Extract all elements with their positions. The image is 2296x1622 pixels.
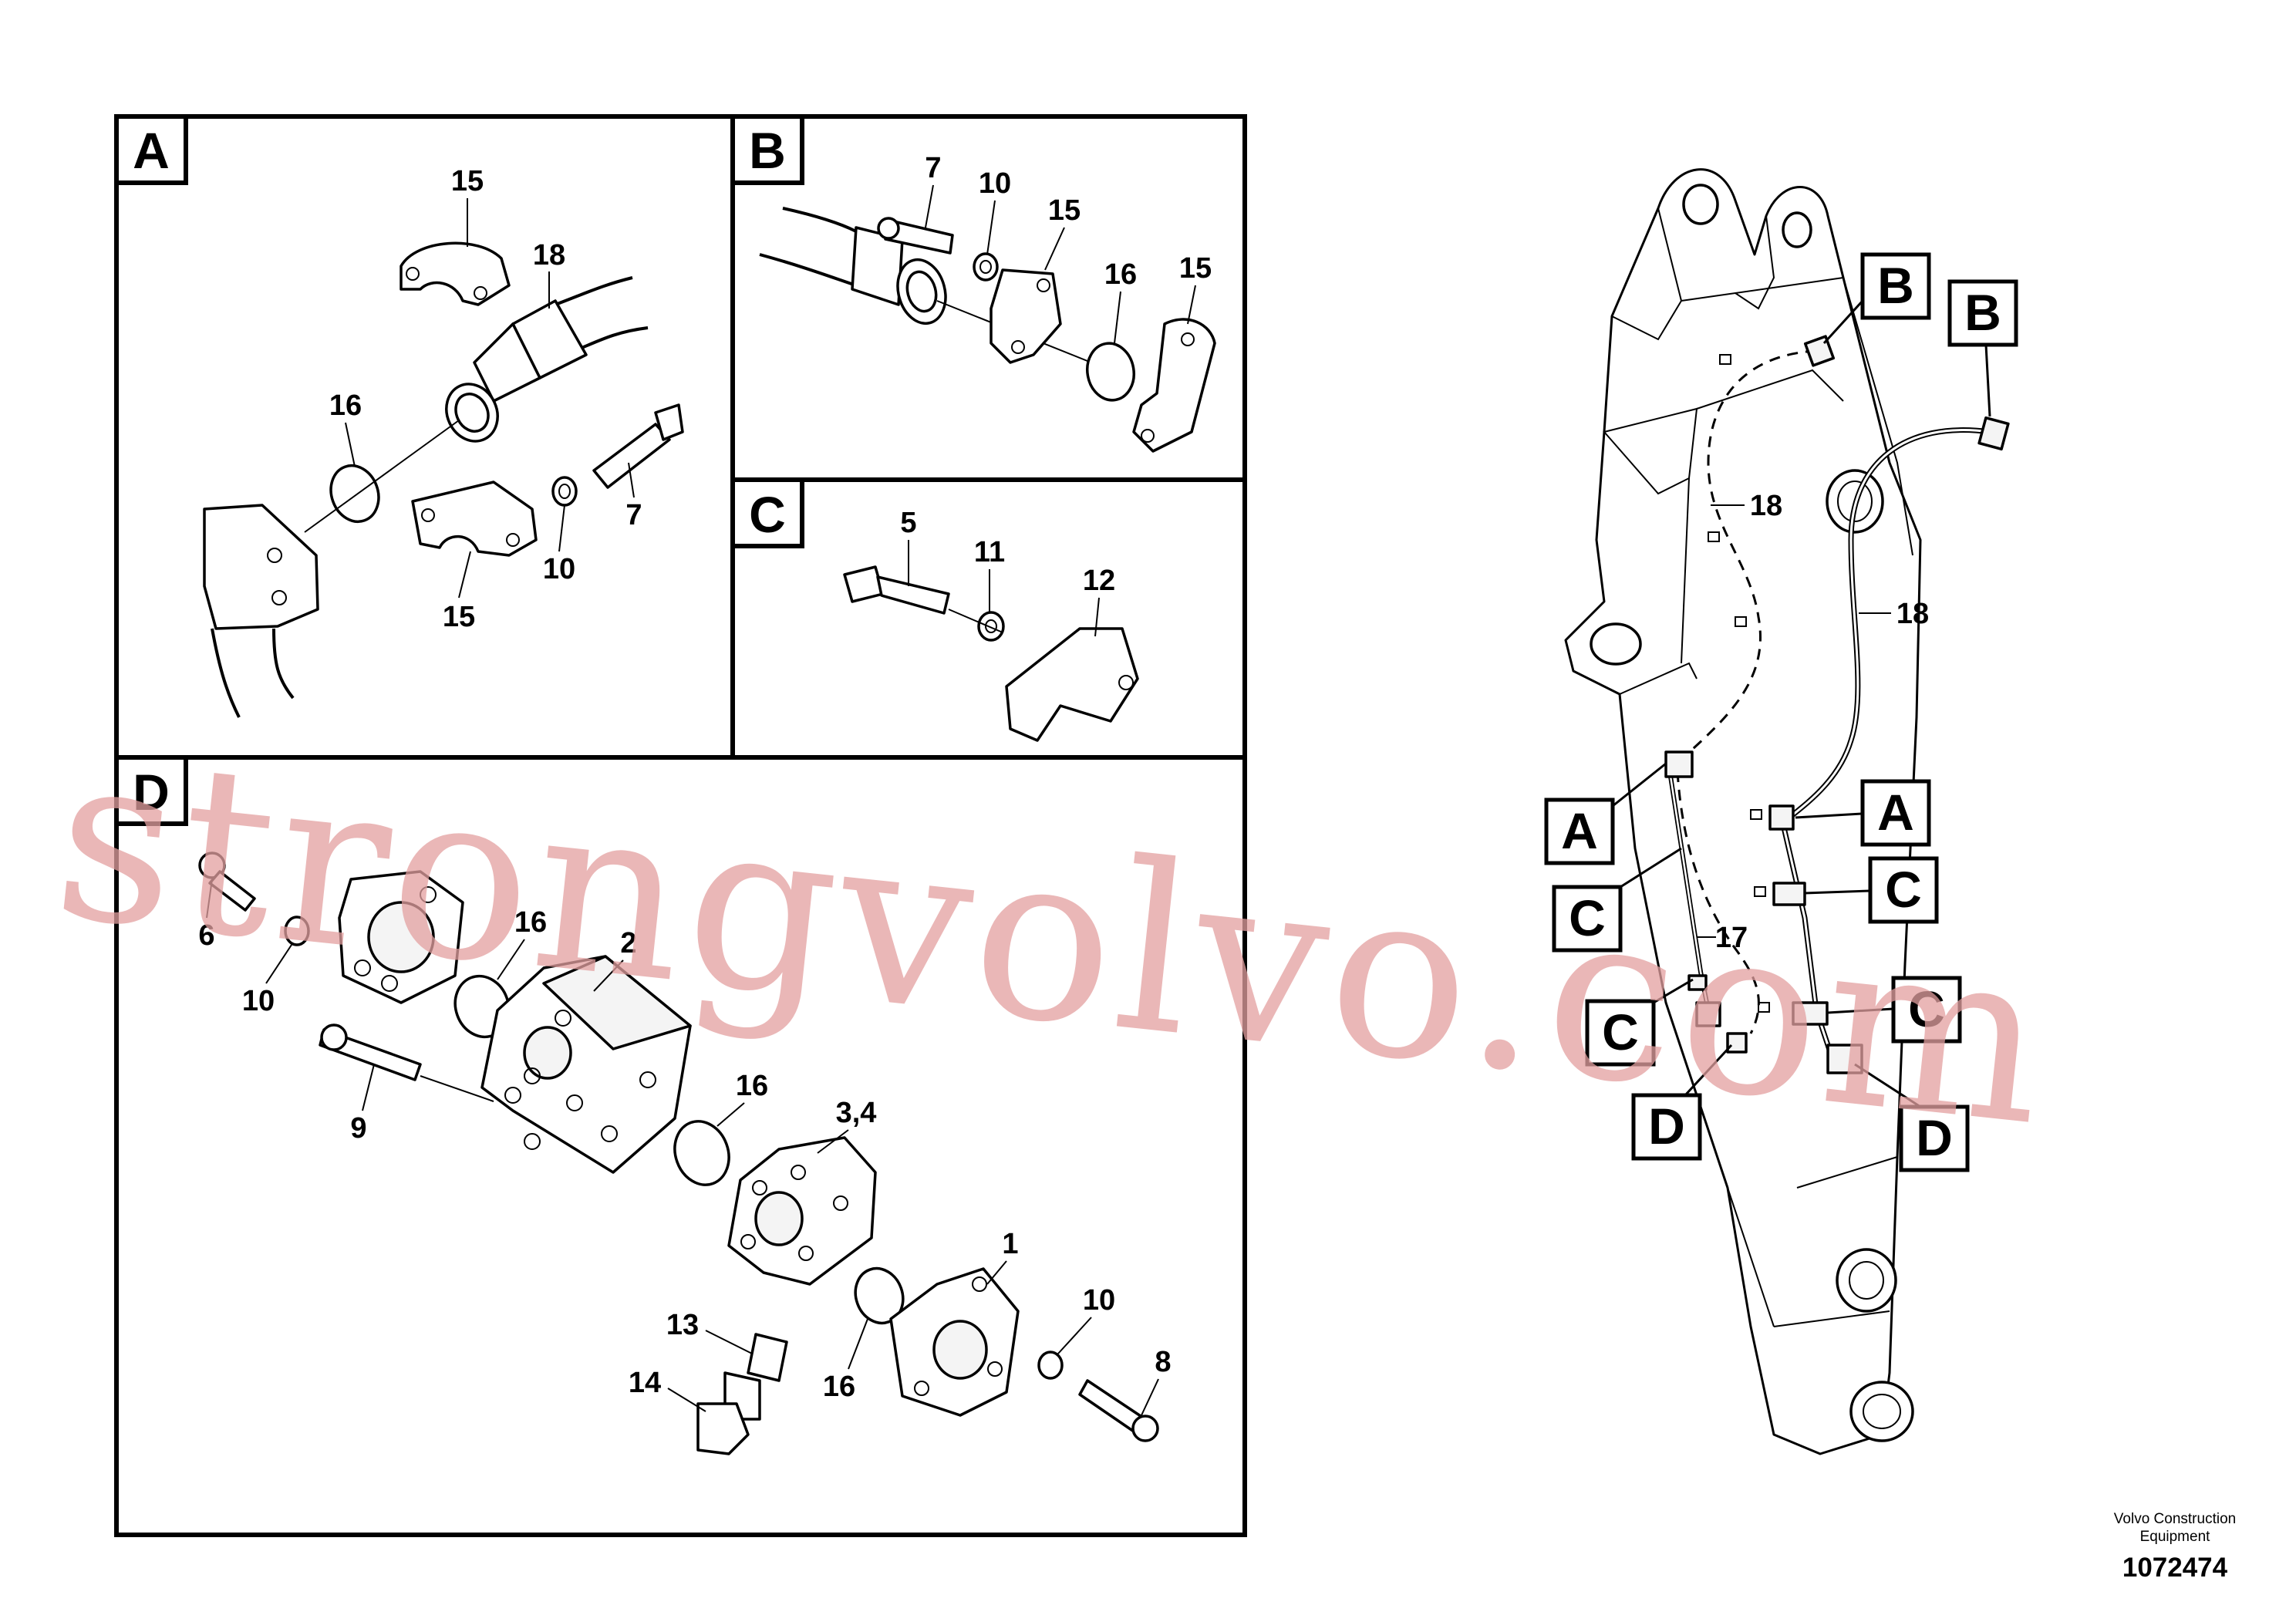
svg-text:18: 18 bbox=[533, 239, 565, 271]
boom-callout-b2: B bbox=[1947, 279, 2018, 417]
svg-text:12: 12 bbox=[1083, 565, 1115, 597]
svg-text:A: A bbox=[1877, 784, 1914, 841]
svg-text:18: 18 bbox=[1896, 598, 1929, 630]
panel-c-label-11: 11 bbox=[974, 536, 1005, 613]
panel-b-label-10: 10 bbox=[979, 167, 1011, 255]
boom-callout-c1: C bbox=[1552, 847, 1682, 953]
panel-a-letter: A bbox=[133, 122, 170, 179]
svg-text:18: 18 bbox=[1750, 490, 1782, 522]
svg-text:16: 16 bbox=[736, 1070, 768, 1102]
svg-text:8: 8 bbox=[1155, 1346, 1171, 1378]
svg-text:15: 15 bbox=[451, 165, 484, 197]
svg-text:C: C bbox=[1569, 889, 1606, 946]
boom-callout-c4: C bbox=[1827, 976, 1962, 1044]
panel-c-label-12: 12 bbox=[1083, 565, 1115, 637]
svg-text:11: 11 bbox=[974, 536, 1005, 568]
svg-text:15: 15 bbox=[443, 601, 475, 633]
boom-callout-d2: D bbox=[1854, 1063, 1970, 1172]
boom-assembly: B B A A C C C bbox=[1544, 168, 2018, 1455]
panel-a-label-15a: 15 bbox=[451, 165, 484, 247]
panel-d-label-16a: 16 bbox=[497, 906, 547, 980]
boom-callout-c3: C bbox=[1585, 978, 1694, 1067]
panel-c-letter: C bbox=[749, 486, 786, 543]
svg-text:10: 10 bbox=[979, 167, 1011, 200]
panel-a-label-18: 18 bbox=[533, 239, 565, 309]
svg-text:5: 5 bbox=[900, 507, 916, 539]
panel-b-label-15a: 15 bbox=[1044, 194, 1081, 271]
footer: Volvo Construction Equipment 1072474 bbox=[2114, 1511, 2236, 1583]
panel-a-label-16: 16 bbox=[329, 389, 362, 467]
panel-a-label-15b: 15 bbox=[443, 551, 475, 633]
svg-text:13: 13 bbox=[666, 1309, 699, 1341]
svg-text:7: 7 bbox=[625, 499, 642, 531]
svg-text:B: B bbox=[1877, 257, 1914, 314]
svg-text:10: 10 bbox=[242, 985, 275, 1017]
svg-text:16: 16 bbox=[329, 389, 362, 422]
boom-label-18a: 18 bbox=[1711, 490, 1782, 522]
panel-d-label-2: 2 bbox=[593, 927, 637, 992]
boom-label-17: 17 bbox=[1697, 922, 1748, 954]
panel-d-label-9: 9 bbox=[350, 1064, 375, 1145]
boom-callout-d1: D bbox=[1631, 1044, 1733, 1161]
svg-text:1: 1 bbox=[1002, 1228, 1018, 1260]
svg-text:B: B bbox=[1964, 284, 2001, 341]
panel-c: C 5 11 12 bbox=[730, 477, 1139, 742]
svg-text:14: 14 bbox=[629, 1367, 661, 1399]
svg-text:16: 16 bbox=[514, 906, 547, 939]
boom-callout-b1: B bbox=[1822, 252, 1931, 345]
svg-text:15: 15 bbox=[1048, 194, 1081, 227]
panel-b-label-15b: 15 bbox=[1179, 252, 1212, 325]
svg-text:17: 17 bbox=[1715, 922, 1748, 954]
svg-text:16: 16 bbox=[823, 1371, 855, 1403]
svg-text:16: 16 bbox=[1104, 258, 1137, 291]
svg-text:A: A bbox=[1561, 802, 1598, 859]
panel-b-label-7: 7 bbox=[925, 152, 942, 228]
panel-d-label-16b: 16 bbox=[716, 1070, 768, 1127]
panel-d-label-1: 1 bbox=[986, 1228, 1019, 1285]
svg-text:6: 6 bbox=[198, 919, 214, 952]
panel-b: B 7 10 15 bbox=[730, 114, 1216, 453]
svg-text:7: 7 bbox=[925, 152, 941, 184]
panel-a: A 15 18 bbox=[114, 114, 684, 718]
panel-d-label-34: 3,4 bbox=[817, 1097, 877, 1154]
panel-b-letter: B bbox=[749, 122, 786, 179]
document-number: 1072474 bbox=[2122, 1553, 2228, 1583]
boom-callout-a2: A bbox=[1795, 779, 1931, 847]
boom-callout-c2: C bbox=[1804, 856, 1939, 924]
svg-text:D: D bbox=[1916, 1109, 1953, 1166]
svg-text:3,4: 3,4 bbox=[836, 1097, 877, 1129]
panel-c-label-5: 5 bbox=[900, 507, 917, 586]
svg-text:10: 10 bbox=[1083, 1284, 1115, 1317]
panel-d-label-13: 13 bbox=[666, 1309, 753, 1354]
svg-text:C: C bbox=[1908, 980, 1945, 1037]
panel-d-label-8: 8 bbox=[1141, 1346, 1172, 1416]
boom-label-18b: 18 bbox=[1859, 598, 1929, 630]
panel-b-label-16: 16 bbox=[1104, 258, 1137, 344]
svg-text:C: C bbox=[1885, 861, 1922, 918]
panel-d: D bbox=[114, 755, 1172, 1455]
panel-a-label-7: 7 bbox=[625, 462, 642, 531]
credit-line-2: Equipment bbox=[2140, 1529, 2211, 1545]
panel-d-label-14: 14 bbox=[629, 1367, 706, 1412]
svg-text:10: 10 bbox=[543, 553, 575, 585]
panel-d-label-16c: 16 bbox=[823, 1318, 868, 1403]
panel-d-label-10b: 10 bbox=[1057, 1284, 1115, 1354]
panel-d-letter: D bbox=[133, 764, 170, 821]
panel-d-label-6: 6 bbox=[198, 878, 215, 952]
svg-text:9: 9 bbox=[350, 1112, 366, 1145]
panel-d-label-10a: 10 bbox=[242, 942, 294, 1017]
svg-text:2: 2 bbox=[620, 927, 636, 959]
svg-text:D: D bbox=[1648, 1098, 1685, 1155]
svg-text:15: 15 bbox=[1179, 252, 1212, 285]
svg-text:C: C bbox=[1602, 1003, 1639, 1061]
credit-line-1: Volvo Construction bbox=[2114, 1511, 2236, 1527]
boom-callout-a1: A bbox=[1544, 762, 1667, 865]
panel-a-label-10: 10 bbox=[543, 504, 575, 585]
